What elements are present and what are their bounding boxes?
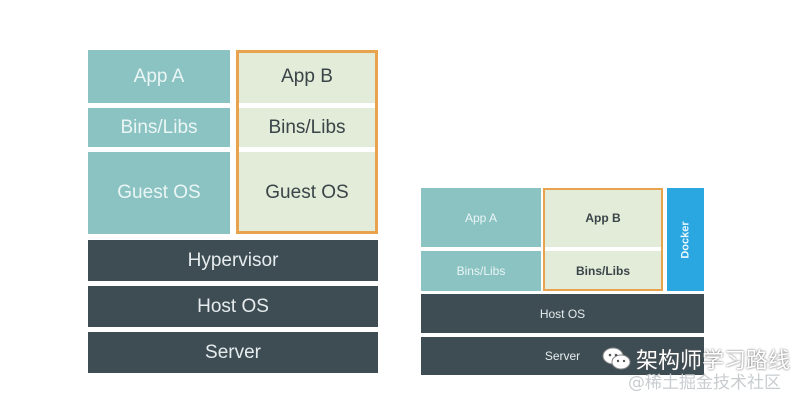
vm-app-a-label: App A [133, 65, 185, 87]
vm-guest-os-b-label: Guest OS [265, 182, 349, 203]
vm-hypervisor: Hypervisor [88, 240, 378, 281]
vm-guest-os-a-label: Guest OS [117, 182, 201, 203]
vm-app-b-label: App B [281, 65, 333, 87]
ct-bins-a: Bins/Libs [421, 251, 541, 291]
ct-app-a: App A [421, 188, 541, 247]
vm-server-label: Server [205, 341, 261, 363]
vm-bins-b-label: Bins/Libs [268, 116, 346, 138]
vm-bins-b: Bins/Libs [236, 108, 378, 147]
vm-hypervisor-label: Hypervisor [187, 249, 279, 271]
ct-docker-label: Docker [679, 220, 692, 259]
vm-guest-os-a: Guest OS [88, 152, 230, 234]
ct-docker-engine: Docker [667, 188, 704, 291]
watermark-subtitle: @稀土掘金技术社区 [628, 373, 781, 393]
ct-app-a-label: App A [464, 210, 498, 225]
ct-bins-b-label: Bins/Libs [575, 264, 630, 278]
watermark: 架构师学习路线 [602, 343, 790, 375]
vm-server: Server [88, 332, 378, 373]
wechat-icon [602, 347, 631, 370]
vm-host-os-label: Host OS [197, 295, 269, 317]
ct-server: Server [421, 337, 704, 375]
vm-host-os: Host OS [88, 286, 378, 327]
vm-app-a: App A [88, 50, 230, 103]
vm-guest-os-b: Guest OS [236, 152, 378, 234]
watermark-title: 架构师学习路线 [636, 349, 791, 374]
ct-app-b: App B [543, 188, 663, 247]
ct-app-b-label: App B [585, 210, 621, 225]
vm-app-b: App B [236, 50, 378, 103]
vm-bins-a: Bins/Libs [88, 108, 230, 147]
ct-host-os-label: Host OS [539, 306, 586, 321]
ct-host-os: Host OS [421, 294, 704, 333]
vm-bins-a-label: Bins/Libs [120, 116, 198, 138]
ct-server-label: Server [544, 349, 581, 363]
vm-app-b-highlight [236, 50, 378, 234]
ct-app-b-highlight [543, 188, 663, 291]
ct-bins-a-label: Bins/Libs [456, 264, 506, 278]
ct-bins-b: Bins/Libs [543, 251, 663, 291]
